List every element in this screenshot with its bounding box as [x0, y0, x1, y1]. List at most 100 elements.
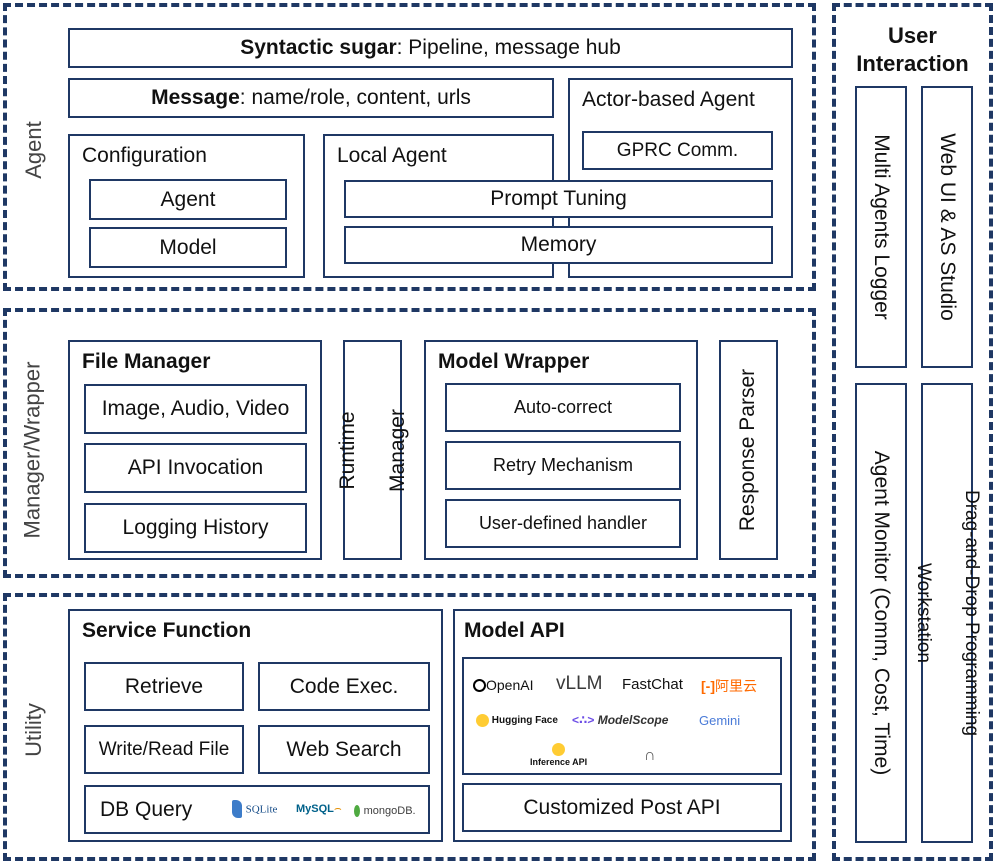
- syntactic-sugar-box: Syntactic sugar: Pipeline, message hub: [68, 28, 793, 68]
- modelscope-text: ModelScope: [597, 713, 669, 727]
- openai-text: OpenAI: [486, 677, 534, 693]
- llama-icon: ∩: [644, 747, 656, 764]
- config-model-label: Model: [159, 235, 217, 259]
- prompt-tuning-box: Prompt Tuning: [344, 180, 773, 218]
- gemini-text: Gemini: [699, 713, 741, 728]
- sqlite-text: SQLite: [245, 803, 278, 816]
- model-wrapper-item: Retry Mechanism: [445, 441, 681, 490]
- response-parser-label: Response Parser: [736, 368, 760, 532]
- runtime-manager-line1: Runtime: [336, 410, 360, 490]
- agent-monitor-label: Agent Monitor (Comm, Cost, Time): [870, 450, 894, 776]
- manager-wrapper-section: [3, 308, 816, 578]
- service-function-item: Retrieve: [84, 662, 244, 711]
- aliyun-text: 阿里云: [715, 678, 757, 694]
- multi-agents-logger-box: Multi Agents Logger: [855, 86, 907, 368]
- memory-label: Memory: [520, 233, 597, 256]
- openai-logo: OpenAI: [473, 677, 533, 693]
- inference-api-text: Inference API: [530, 757, 588, 767]
- file-manager-item: API Invocation: [84, 443, 307, 493]
- model-wrapper-item-label: Retry Mechanism: [492, 455, 634, 475]
- config-agent-box: Agent: [89, 179, 287, 220]
- service-function-item: Write/Read File: [84, 725, 244, 774]
- file-manager-item: Logging History: [84, 503, 307, 553]
- runtime-manager-line2: Manager: [386, 408, 410, 492]
- model-api-title: Model API: [464, 619, 565, 642]
- service-function-item-label: Retrieve: [124, 674, 204, 698]
- modelscope-logo: <∴> ModelScope: [572, 713, 668, 727]
- message-desc: : name/role, content, urls: [239, 86, 471, 109]
- message-title: Message: [151, 86, 240, 109]
- agent-section-label: Agent: [21, 121, 46, 179]
- response-parser-box: Response Parser: [719, 340, 778, 560]
- multi-agents-logger-label: Multi Agents Logger: [870, 134, 893, 320]
- configuration-title: Configuration: [82, 144, 207, 167]
- memory-box: Memory: [344, 226, 773, 264]
- mysql-logo: MySQL⌢: [296, 800, 342, 816]
- dolphin-icon: ⌢: [333, 801, 342, 815]
- openai-icon: [473, 679, 486, 692]
- model-wrapper-item: User-defined handler: [445, 499, 681, 548]
- db-query-label: DB Query: [100, 798, 193, 821]
- gemini-logo: Gemini: [699, 713, 740, 728]
- mysql-text: MySQL: [296, 803, 334, 815]
- aliyun-logo: [-]阿里云: [701, 676, 757, 696]
- user-interaction-title-line1: User: [888, 23, 937, 48]
- vllm-text: vLLM: [556, 673, 603, 694]
- huggingface-text: Hugging Face: [491, 715, 558, 727]
- user-interaction-section: [832, 3, 993, 861]
- syntactic-sugar-title: Syntactic sugar: [240, 36, 397, 59]
- service-function-title: Service Function: [82, 619, 252, 642]
- model-wrapper-item: Auto-correct: [445, 383, 681, 432]
- service-function-item-label: Web Search: [286, 737, 402, 761]
- huggingface-logo: Hugging Face: [476, 714, 558, 727]
- drag-drop-line1: Drag-and-Drop Programming: [961, 489, 983, 737]
- inference-api-icon: [552, 743, 566, 756]
- runtime-manager-box: Runtime Manager: [336, 340, 409, 560]
- aliyun-icon: [-]: [701, 678, 715, 694]
- syntactic-sugar-desc: : Pipeline, message hub: [396, 36, 621, 59]
- grpc-comm-box: GPRC Comm.: [582, 131, 773, 170]
- huggingface-icon: [476, 714, 489, 727]
- model-wrapper-title: Model Wrapper: [438, 350, 590, 373]
- web-ui-box: Web UI & AS Studio: [921, 86, 973, 368]
- user-interaction-title: User Interaction: [836, 22, 989, 78]
- grpc-comm-label: GPRC Comm.: [616, 139, 739, 161]
- user-interaction-title-line2: Interaction: [856, 51, 969, 76]
- model-api-logos-box: OpenAI vLLM FastChat [-]阿里云 Hugging Face…: [462, 657, 782, 775]
- customized-post-api-box: Customized Post API: [462, 783, 782, 832]
- file-manager-title: File Manager: [82, 350, 211, 373]
- service-function-item: Web Search: [258, 725, 430, 774]
- prompt-tuning-label: Prompt Tuning: [490, 187, 627, 210]
- file-manager-item: Image, Audio, Video: [84, 384, 307, 434]
- message-box: Message: name/role, content, urls: [68, 78, 554, 118]
- agent-section: [3, 3, 816, 291]
- file-manager-item-label: Image, Audio, Video: [101, 397, 290, 420]
- manager-wrapper-section-label: Manager/Wrapper: [19, 361, 44, 539]
- service-function-item-label: Code Exec.: [289, 674, 399, 698]
- mongodb-logo: mongoDB.: [354, 802, 416, 817]
- file-manager-item-label: API Invocation: [127, 456, 264, 479]
- mongodb-text: mongoDB.: [363, 805, 416, 817]
- file-manager-item-label: Logging History: [122, 516, 269, 539]
- modelscope-icon: <∴>: [572, 713, 595, 727]
- config-model-box: Model: [89, 227, 287, 268]
- local-agent-title: Local Agent: [337, 144, 447, 167]
- model-wrapper-item-label: Auto-correct: [513, 397, 613, 417]
- sqlite-icon: [232, 800, 242, 818]
- service-function-item: Code Exec.: [258, 662, 430, 711]
- vllm-logo: vLLM: [556, 673, 602, 695]
- agent-monitor-box: Agent Monitor (Comm, Cost, Time): [855, 383, 907, 843]
- sqlite-logo: SQLite: [232, 800, 277, 818]
- customized-post-api-label: Customized Post API: [523, 795, 721, 819]
- db-query-box: DB Query SQLite MySQL⌢ mongoDB.: [84, 785, 430, 834]
- actor-based-agent-title: Actor-based Agent: [582, 88, 755, 111]
- web-ui-label: Web UI & AS Studio: [936, 133, 960, 321]
- fastchat-logo: FastChat: [622, 676, 683, 693]
- service-function-item-label: Write/Read File: [98, 738, 230, 760]
- utility-section-label: Utility: [21, 703, 46, 757]
- leaf-icon: [354, 804, 360, 817]
- model-wrapper-item-label: User-defined handler: [478, 513, 648, 533]
- drag-drop-box: Drag-and-Drop Programming Workstation: [913, 383, 982, 843]
- config-agent-label: Agent: [160, 187, 216, 211]
- inference-api-logo: Inference API: [530, 743, 587, 767]
